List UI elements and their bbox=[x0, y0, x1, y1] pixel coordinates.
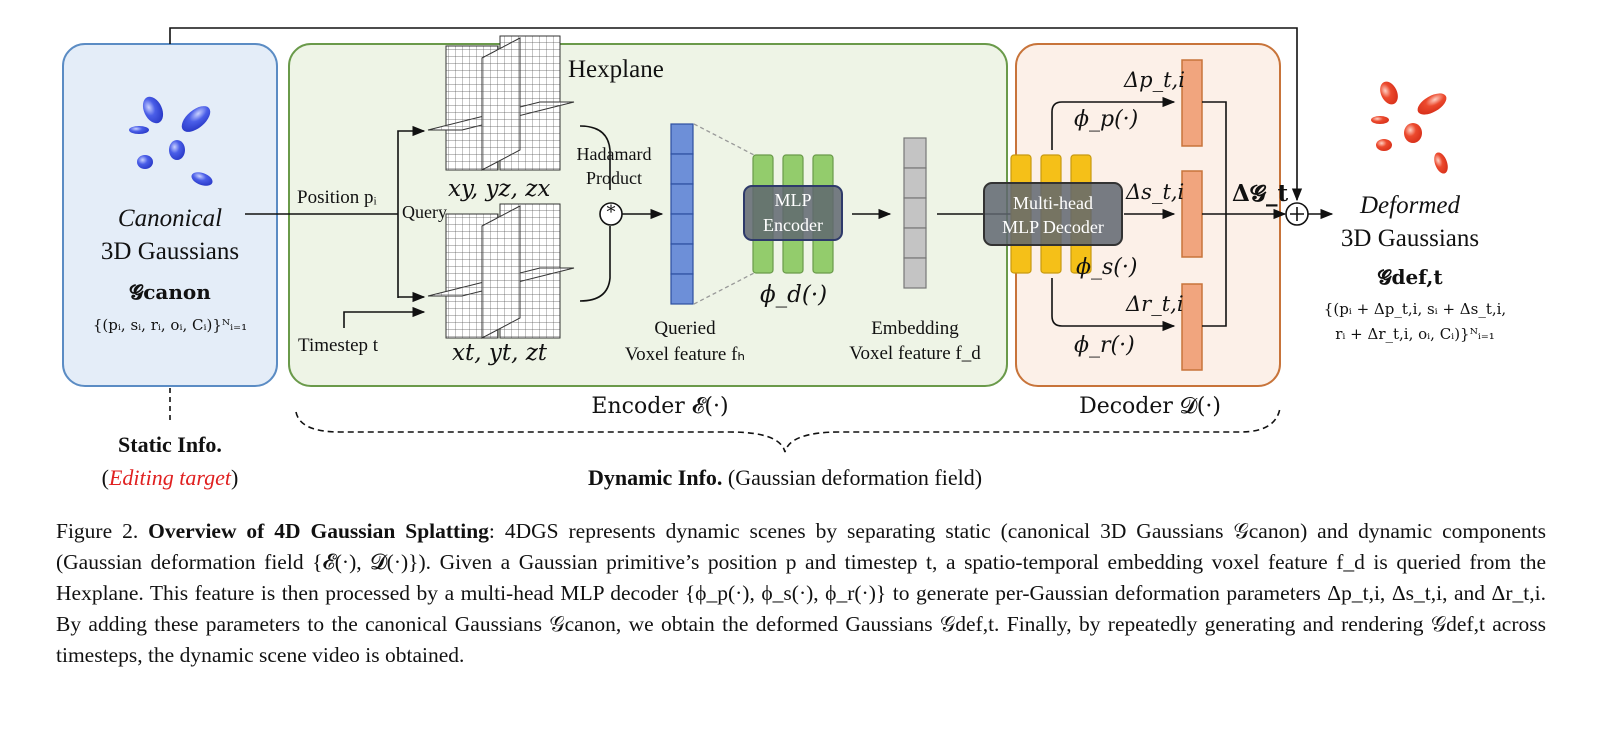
dynamic-info-brace bbox=[295, 407, 1281, 453]
query-label: Query bbox=[402, 202, 447, 222]
dynamic-info-description: (Gaussian deformation field) bbox=[722, 465, 983, 490]
canonical-title: Canonical bbox=[117, 205, 223, 232]
editing-target-label: Editing target bbox=[108, 465, 231, 490]
queried-voxel-cell bbox=[670, 273, 694, 305]
projection-line-top bbox=[693, 123, 757, 157]
timestep-arrow bbox=[343, 306, 426, 328]
phi-d-label: ϕ_d(·) bbox=[760, 282, 828, 308]
canonical-gaussians-blobs bbox=[129, 96, 213, 186]
queried-voxel-cell bbox=[670, 183, 694, 215]
embedding-voxel-cell bbox=[903, 197, 927, 229]
plus-sign bbox=[1290, 207, 1304, 221]
editing-close-paren: ) bbox=[231, 465, 239, 490]
phi-s-label: ϕ_s(·) bbox=[1076, 255, 1138, 280]
phi-r-label: ϕ_r(·) bbox=[1074, 333, 1135, 358]
queried-voxel-cell bbox=[670, 243, 694, 275]
spatial-planes-label: xy, yz, zx bbox=[448, 176, 551, 202]
embedding-label-line1: Embedding bbox=[871, 318, 959, 339]
caption-figure-number: Figure 2. bbox=[56, 519, 139, 543]
delta-s-label: Δs_t,i bbox=[1126, 180, 1185, 204]
embedding-label-line2: Voxel feature f_d bbox=[849, 343, 981, 364]
queried-voxel-cell bbox=[670, 213, 694, 245]
deformed-subtitle: 3D Gaussians bbox=[1340, 225, 1480, 252]
queried-label-line1: Queried bbox=[654, 318, 716, 339]
bracket-top bbox=[579, 125, 611, 190]
diagram-canvas bbox=[62, 27, 1448, 453]
temporal-planes-label: xt, yt, zt bbox=[452, 340, 548, 366]
delta-p-label: Δp_t,i bbox=[1124, 68, 1185, 92]
head-r-arrow bbox=[1051, 278, 1176, 332]
mlp-encoder-line2: Encoder bbox=[763, 215, 823, 235]
timestep-label: Timestep t bbox=[298, 335, 379, 356]
hadamard-label-line2: Product bbox=[586, 168, 642, 188]
hadamard-star: * bbox=[606, 202, 616, 223]
delta-r-bar bbox=[1181, 283, 1203, 371]
4dgs-overview-diagram: Canonical 3D Gaussians 𝓖canon {(pᵢ, sᵢ, … bbox=[40, 27, 1507, 491]
queried-label-line2: Voxel feature fₕ bbox=[624, 344, 746, 365]
embedding-voxel-cell bbox=[903, 167, 927, 199]
hexplane-temporal-planes bbox=[427, 203, 575, 339]
delta-r-label: Δr_t,i bbox=[1126, 292, 1184, 316]
hexplane-title: Hexplane bbox=[568, 56, 664, 83]
embedding-voxel-cell bbox=[903, 137, 927, 169]
dynamic-info-line: Dynamic Info. (Gaussian deformation fiel… bbox=[470, 465, 1100, 491]
deformed-set-line2: rᵢ + Δr_t,i, oᵢ, Cᵢ)}ᴺᵢ₌₁ bbox=[1335, 325, 1495, 343]
skip-connection-line bbox=[169, 27, 1303, 202]
mlp-encoder-box bbox=[743, 185, 843, 241]
canonical-set: {(pᵢ, sᵢ, rᵢ, oᵢ, Cᵢ)}ᴺᵢ₌₁ bbox=[92, 316, 248, 334]
canonical-symbol: 𝓖canon bbox=[129, 280, 211, 304]
deformed-gaussians-blobs bbox=[1371, 81, 1448, 174]
position-label: Position pᵢ bbox=[297, 187, 377, 208]
deformed-symbol: 𝓖def,t bbox=[1377, 265, 1443, 289]
deformed-set-line1: {(pᵢ + Δp_t,i, sᵢ + Δs_t,i, bbox=[1323, 300, 1507, 318]
embedding-voxel-feature-column bbox=[903, 137, 927, 289]
static-info-label: Static Info. bbox=[118, 432, 222, 457]
embedding-voxel-cell bbox=[903, 227, 927, 259]
bracket-bottom bbox=[579, 226, 611, 302]
editing-open-paren: ( bbox=[101, 465, 109, 490]
embedding-voxel-cell bbox=[903, 257, 927, 289]
queried-voxel-feature-column bbox=[670, 123, 694, 305]
dynamic-info-label: Dynamic Info. bbox=[587, 465, 723, 490]
caption-title: Overview of 4D Gaussian Splatting bbox=[148, 519, 489, 543]
hexplane-spatial-planes bbox=[427, 35, 575, 171]
decoder-label: Decoder 𝓓(·) bbox=[1079, 394, 1221, 419]
queried-voxel-cell bbox=[670, 123, 694, 155]
phi-p-label: ϕ_p(·) bbox=[1074, 107, 1139, 132]
mlp-decoder-line1: Multi-head bbox=[1013, 193, 1093, 213]
editing-target-line: (Editing target) bbox=[40, 465, 300, 491]
query-top-arrow bbox=[397, 125, 426, 298]
mlp-encoder-line1: MLP bbox=[774, 190, 812, 210]
projection-line-bottom bbox=[693, 271, 757, 305]
canonical-subtitle: 3D Gaussians bbox=[100, 238, 240, 265]
queried-voxel-cell bbox=[670, 153, 694, 185]
mlp-decoder-box bbox=[983, 182, 1123, 246]
head-p-arrow bbox=[1051, 96, 1176, 150]
delta-s-bar bbox=[1181, 170, 1203, 258]
caption-body: : 4DGS represents dynamic scenes by sepa… bbox=[56, 519, 1547, 667]
deformed-title: Deformed bbox=[1360, 192, 1460, 219]
hadamard-label-line1: Hadamard bbox=[576, 144, 652, 164]
encoder-label: Encoder 𝓔(·) bbox=[591, 394, 729, 419]
figure-caption: Figure 2. Overview of 4D Gaussian Splatt… bbox=[56, 516, 1546, 671]
delta-g-label: Δ𝓖_t bbox=[1232, 180, 1289, 207]
mlp-decoder-line2: MLP Decoder bbox=[1002, 217, 1104, 237]
delta-p-bar bbox=[1181, 59, 1203, 147]
